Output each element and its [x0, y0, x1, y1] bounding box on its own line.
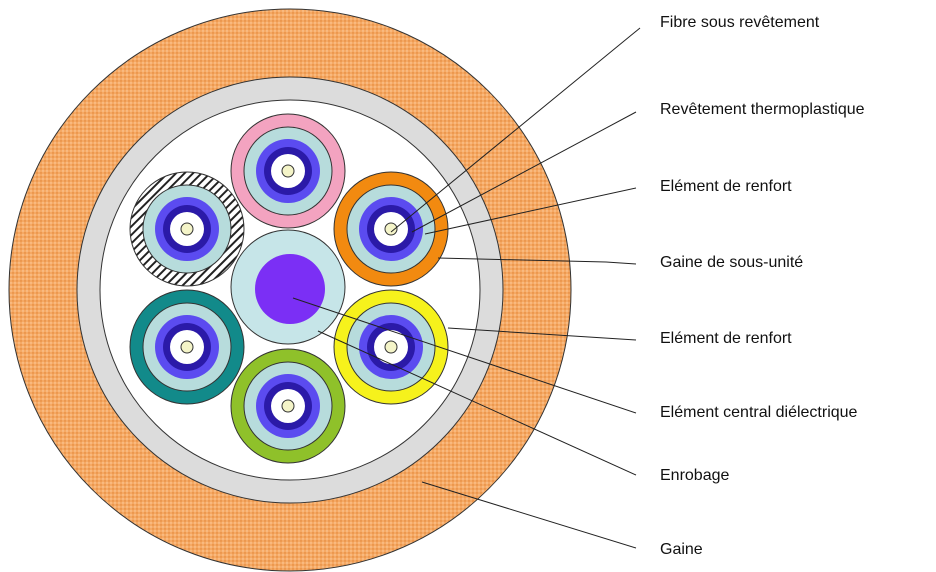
label-fibre-sous-revetement: Fibre sous revêtement — [660, 14, 820, 31]
sub-unit-orange — [333, 171, 449, 287]
leader-enrobage — [317, 330, 637, 476]
sub-unit-pink — [230, 113, 346, 229]
leader-renfort-2 — [447, 327, 637, 341]
label-gaine: Gaine — [660, 541, 703, 558]
leader-central — [292, 297, 637, 414]
label-revetement-thermoplastique: Revêtement thermoplastique — [660, 101, 865, 118]
central-core — [255, 254, 325, 324]
leader-gaine-sous-unite — [437, 257, 637, 265]
sub-unit-teal — [129, 289, 245, 405]
leader-gaine — [421, 481, 637, 549]
label-element-central-dielectrique: Elément central diélectrique — [660, 404, 858, 421]
leader-revetement — [411, 111, 637, 233]
label-element-de-renfort-2: Elément de renfort — [660, 330, 792, 347]
label-element-de-renfort-1: Elément de renfort — [660, 178, 792, 195]
sub-unit-green — [230, 348, 346, 464]
label-gaine-de-sous-unite: Gaine de sous-unité — [660, 254, 804, 271]
sub-unit-hatched — [129, 171, 245, 287]
leader-renfort-1 — [424, 187, 637, 235]
leader-fibre — [390, 27, 641, 233]
sub-unit-yellow — [333, 289, 449, 405]
label-enrobage: Enrobage — [660, 467, 730, 484]
